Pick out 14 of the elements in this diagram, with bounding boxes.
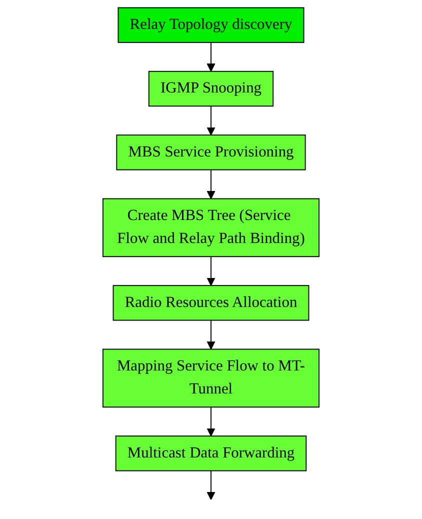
node-box: IGMP Snooping [148, 70, 274, 107]
node-box: Multicast Data Forwarding [115, 436, 307, 472]
node-box: Radio Resources Allocation [112, 285, 310, 321]
arrow [206, 470, 216, 500]
node-box: MBS Service Provisioning [116, 134, 306, 170]
arrow [206, 406, 216, 436]
arrow [206, 256, 216, 286]
node-box: Relay Topology discovery [118, 7, 304, 43]
arrow [206, 169, 216, 200]
arrow [206, 320, 216, 350]
arrow [206, 106, 216, 136]
arrow [206, 42, 216, 72]
node-box: Mapping Service Flow to MT-Tunnel [102, 348, 320, 408]
node-box: Create MBS Tree (Service Flow and Relay Path Binding) [102, 198, 320, 258]
